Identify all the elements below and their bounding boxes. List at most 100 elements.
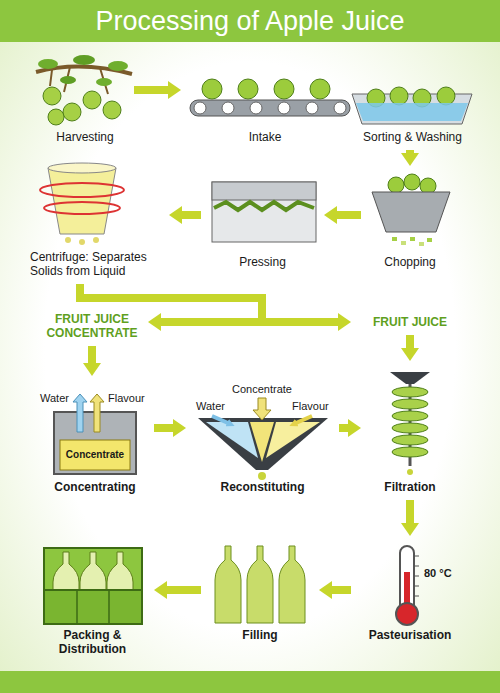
thermometer: [414, 556, 419, 596]
filter-screw: [392, 423, 428, 433]
apple-tree: [108, 61, 128, 71]
flow-label: Flavour: [108, 392, 145, 405]
press: [212, 182, 316, 200]
step-label: Packing & Distribution: [35, 628, 150, 658]
conveyor: [274, 79, 294, 99]
chopper: [401, 241, 406, 245]
apple-tree: [96, 78, 112, 86]
evaporator: [54, 394, 136, 474]
process-step: Harvesting: [40, 60, 130, 146]
washing-tank: [437, 87, 455, 105]
flow-label: Flavour: [292, 400, 329, 413]
filter-screw: [390, 372, 430, 384]
step-label: Centrifuge: Separates Solids from Liquid: [30, 250, 165, 280]
thermometer: [396, 546, 419, 625]
chopper: [372, 192, 450, 232]
mixing-funnel: [198, 418, 328, 470]
filter-screw: [392, 387, 428, 397]
crate: [44, 548, 142, 624]
step-label: Filling: [205, 628, 315, 644]
flow-arrow: [182, 211, 201, 219]
crate: [44, 590, 142, 624]
apple-tree: [38, 59, 58, 69]
flow-arrow: [406, 335, 414, 348]
flow-arrow: [339, 424, 348, 432]
flow-arrow: [406, 500, 414, 523]
thermometer: [396, 603, 418, 625]
title-text: Processing of Apple Juice: [0, 0, 500, 42]
centrifuge: [40, 183, 124, 197]
step-label: Chopping: [365, 255, 455, 271]
step-label: Pressing: [205, 255, 320, 271]
process-step: Filtration: [365, 365, 455, 496]
mixing-funnel: [253, 398, 271, 420]
apple-tree: [48, 109, 64, 125]
title-bar: Processing of Apple Juice: [0, 0, 500, 42]
conveyor: [334, 102, 346, 114]
bottles: [279, 546, 305, 623]
step-label: Pasteurisation: [355, 628, 465, 644]
washing-tank: [390, 87, 408, 105]
mixing-funnel: [206, 422, 258, 458]
flow-arrow: [406, 150, 414, 153]
process-step: Packing & Distribution: [35, 540, 150, 658]
flow-arrow: [167, 586, 201, 594]
chopper: [427, 238, 432, 242]
step-label: Intake: [185, 130, 345, 146]
press: [212, 182, 316, 242]
crate: [77, 590, 109, 624]
apple-tree: [60, 76, 76, 84]
evaporator: [90, 394, 104, 432]
bottles: [215, 546, 241, 623]
branch-label: FRUIT JUICE CONCENTRATE: [40, 312, 144, 342]
flow-label: Water: [196, 400, 225, 413]
conveyor: [306, 102, 318, 114]
process-step: FRUIT JUICE: [355, 315, 465, 331]
step-label: Harvesting: [40, 130, 130, 146]
filter-screw: [392, 399, 428, 409]
press: [214, 202, 314, 210]
apple-tree: [43, 87, 61, 105]
chopper: [404, 174, 420, 190]
flow-label: Concentrate: [226, 383, 298, 396]
step-label: Concentrating: [40, 480, 150, 496]
conveyor: [202, 79, 222, 99]
chopper: [419, 242, 424, 246]
centrifuge: [40, 163, 124, 245]
filter-screw: [392, 435, 428, 445]
mixing-funnel: [296, 416, 312, 423]
centrifuge: [93, 237, 99, 243]
process-step: Pasteurisation: [355, 540, 465, 644]
process-step: Reconstituting: [190, 380, 335, 496]
bottles: [215, 546, 305, 623]
conveyor: [310, 79, 330, 99]
washing-tank: [356, 103, 468, 121]
evaporator: [60, 440, 130, 470]
washing-tank: [352, 87, 472, 124]
bottom-bar: [0, 671, 500, 693]
flow-arrow: [154, 424, 173, 432]
conveyor: [238, 79, 258, 99]
process-step: Pressing: [205, 170, 320, 271]
process-step: Chopping: [365, 170, 455, 271]
mixing-funnel: [250, 422, 274, 462]
apple-tree: [36, 55, 132, 125]
chopper: [392, 237, 397, 241]
chopper: [410, 237, 415, 241]
crate: [44, 548, 142, 624]
conveyor: [190, 79, 350, 116]
bottles: [247, 546, 273, 623]
process-step: Intake: [185, 60, 345, 146]
flow-arrow: [337, 211, 361, 219]
centrifuge: [48, 163, 116, 173]
evaporator: [73, 394, 87, 432]
flow-arrow: [88, 346, 96, 363]
chopper: [388, 177, 404, 193]
apple-tree: [73, 55, 95, 65]
apple-tree: [103, 101, 121, 119]
flow-label: Water: [40, 392, 69, 405]
apple-tree: [83, 91, 101, 109]
conveyor: [278, 102, 290, 114]
